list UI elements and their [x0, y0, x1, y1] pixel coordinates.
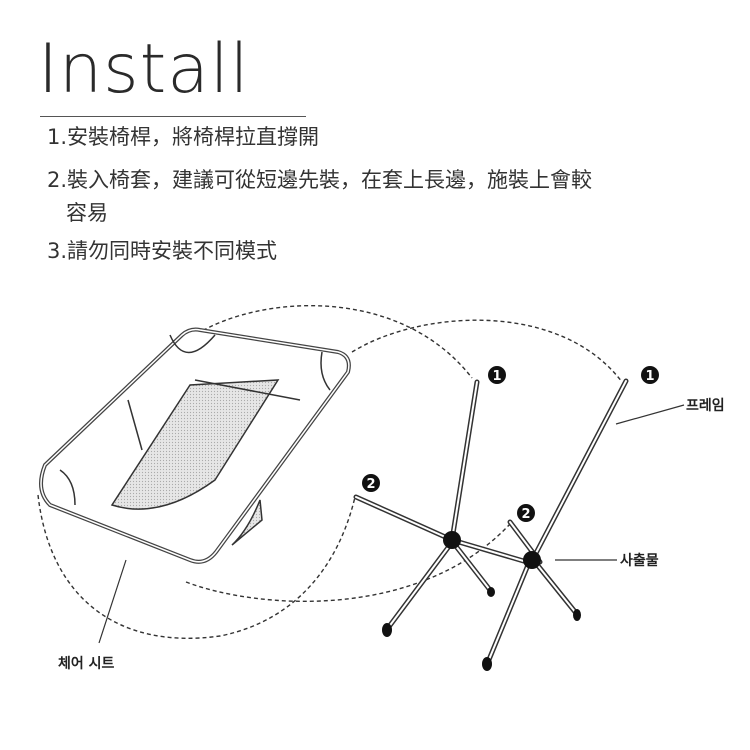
step-1: 1.安裝椅桿，將椅桿拉直撐開 [47, 125, 320, 149]
label-hub: 사출물 [620, 552, 659, 569]
hub-joints [443, 531, 541, 569]
svg-text:1: 1 [492, 369, 501, 384]
page-title: Install [38, 30, 250, 109]
step-3: 3.請勿同時安裝不同模式 [47, 239, 278, 263]
step-2-continued: 容易 [66, 201, 108, 225]
badge-1-left: 1 [488, 366, 506, 384]
badge-2-left: 2 [362, 474, 380, 492]
title-divider [40, 116, 306, 117]
label-seat: 체어 시트 [58, 655, 115, 672]
badge-2-right: 2 [517, 504, 535, 522]
label-frame: 프레임 [686, 398, 725, 414]
step-2: 2.裝入椅套，建議可從短邊先裝，在套上長邊，施裝上會較 [47, 168, 593, 192]
chair-seat [39, 327, 351, 564]
leg-feet [382, 587, 581, 671]
svg-text:1: 1 [645, 369, 654, 384]
frame-poles [353, 378, 629, 665]
svg-text:2: 2 [521, 507, 530, 522]
leader-lines [98, 404, 685, 644]
badge-1-right: 1 [641, 366, 659, 384]
svg-text:2: 2 [366, 477, 375, 492]
dashed-guides [37, 304, 623, 640]
